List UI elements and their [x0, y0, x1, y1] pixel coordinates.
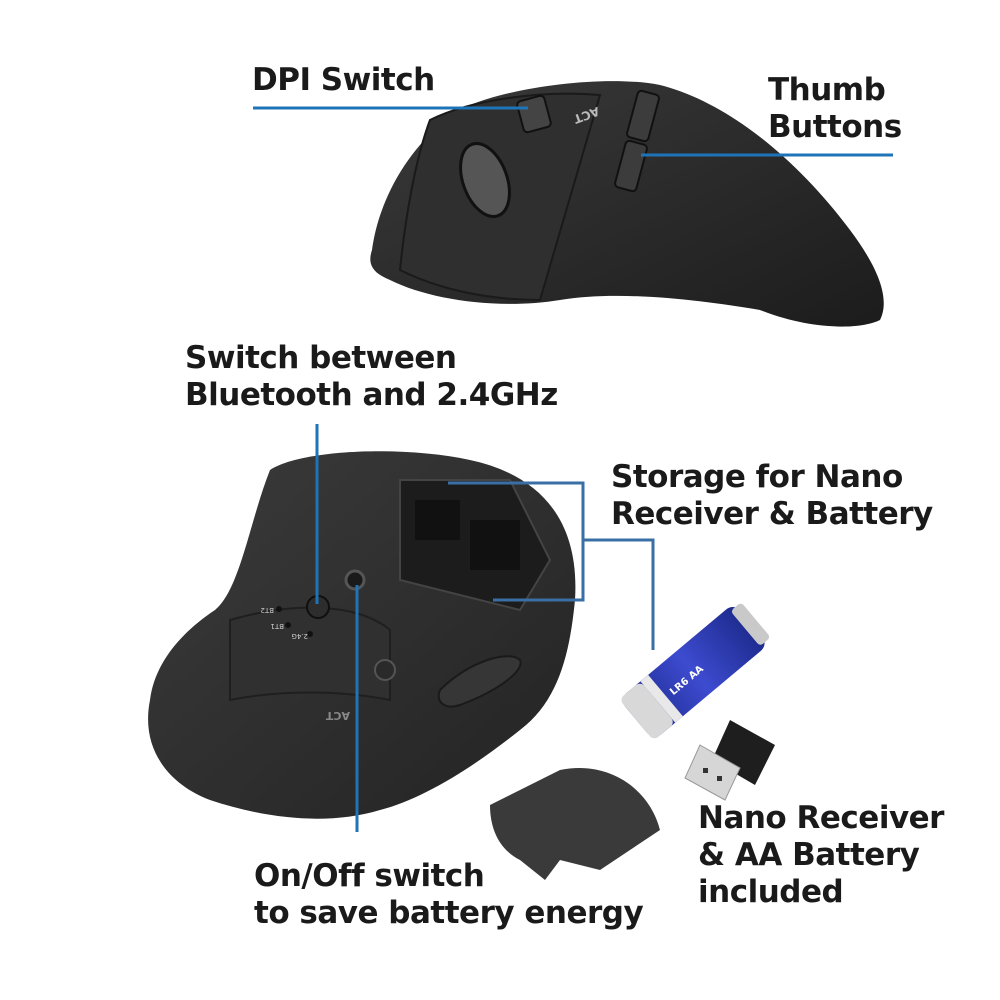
svg-text:BT1: BT1 [270, 622, 284, 630]
callout-line: DPI Switch [252, 62, 435, 98]
svg-text:ACT: ACT [325, 709, 350, 722]
callout-line: On/Off switch [254, 858, 485, 894]
leader-lines [253, 106, 893, 832]
dpi-button-icon [516, 94, 552, 134]
callout-line: included [698, 874, 844, 910]
power-switch-icon [344, 569, 366, 591]
thumb-button-icon [614, 139, 648, 193]
callout-on-off-switch: On/Off switch to save battery energy [254, 858, 644, 932]
battery-cover [490, 768, 660, 880]
callout-line: Storage for Nano [611, 459, 903, 495]
callout-line: & AA Battery [698, 837, 920, 873]
storage-leader-lines [448, 481, 655, 650]
callout-line: Thumb [768, 72, 886, 108]
svg-text:BT2: BT2 [260, 606, 274, 614]
callout-line: to save battery energy [254, 895, 644, 931]
mouse-bottom-view: BT2 BT1 2.4G ACT [148, 451, 576, 819]
callout-line: Bluetooth and 2.4GHz [185, 377, 558, 413]
callout-line: Buttons [768, 109, 902, 145]
svg-text:2.4G: 2.4G [291, 632, 308, 640]
scroll-wheel-icon [459, 142, 511, 218]
callout-line: Switch between [185, 340, 457, 376]
aa-battery: LR6 AA [621, 603, 770, 739]
callout-storage: Storage for Nano Receiver & Battery [611, 459, 933, 533]
thumb-button-icon [626, 89, 660, 143]
callout-thumb-buttons: Thumb Buttons [768, 72, 902, 146]
nano-receiver [684, 720, 775, 801]
callout-line: Nano Receiver [698, 800, 944, 836]
callout-line: Receiver & Battery [611, 496, 933, 532]
callout-bluetooth-switch: Switch between Bluetooth and 2.4GHz [185, 340, 558, 414]
mouse-top-view: ACT [370, 81, 884, 327]
callout-dpi-switch: DPI Switch [252, 62, 435, 99]
callout-included-items: Nano Receiver & AA Battery included [698, 800, 944, 911]
